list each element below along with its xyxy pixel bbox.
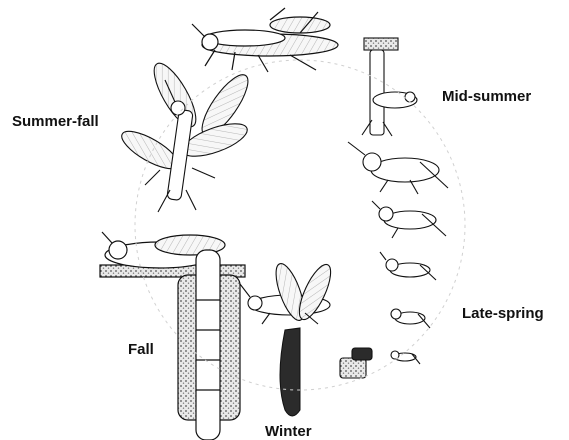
nymph-stage-4-illustration	[372, 201, 446, 238]
egg-pod-illustration	[280, 328, 300, 416]
late-spring-label: Late-spring	[462, 305, 544, 322]
mating-adults-illustration	[192, 8, 338, 72]
flying-adults-illustration	[117, 58, 256, 212]
egg-laying-female-illustration	[100, 232, 245, 440]
winter-label: Winter	[265, 423, 312, 440]
nymph-stage-1-illustration	[391, 351, 420, 364]
fall-label: Fall	[128, 341, 154, 358]
mid-summer-label: Mid-summer	[442, 88, 531, 105]
nymph-stage-5-illustration	[348, 142, 448, 194]
winter-adult-illustration	[240, 260, 337, 324]
summer-fall-label: Summer-fall	[12, 113, 99, 130]
nymph-stage-2-illustration	[391, 309, 430, 328]
nymph-stage-3-illustration	[380, 252, 436, 280]
adult-on-stem-illustration	[362, 38, 417, 136]
hatching-egg-pods-illustration	[340, 348, 372, 378]
